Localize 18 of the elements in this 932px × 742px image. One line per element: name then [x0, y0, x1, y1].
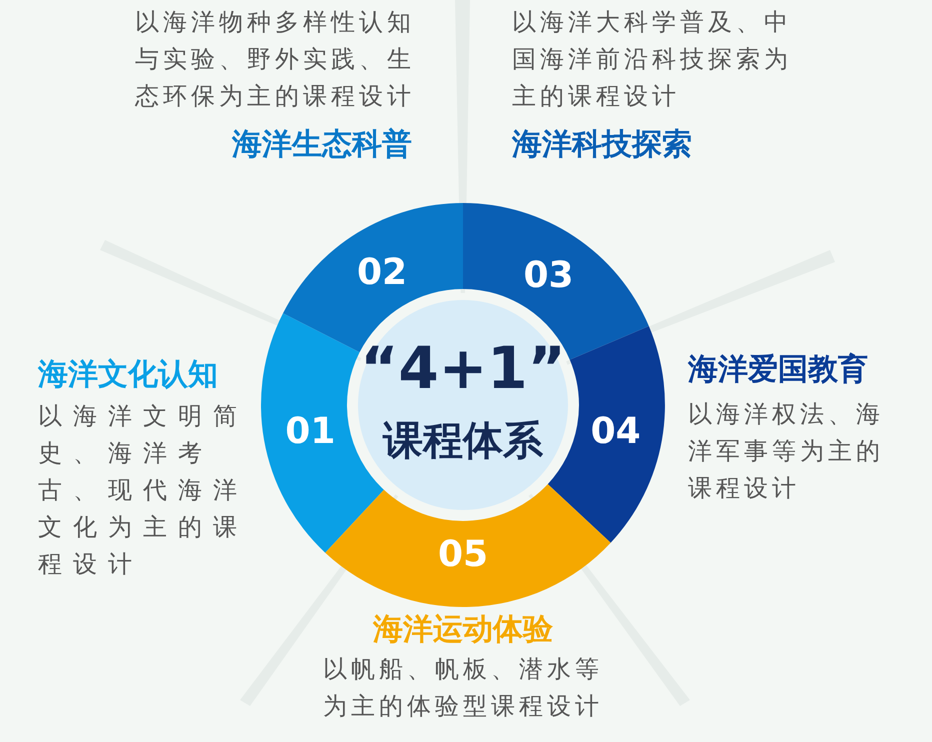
- section-title: 海洋文化认知: [38, 356, 219, 394]
- description-text: 以帆船、帆板、潜水等为主的体验型课程设计: [322, 654, 604, 722]
- segment-number: 04: [590, 410, 642, 454]
- description-text: 以海洋大科学普及、中国海洋前沿科技探索为主的课程设计: [512, 7, 793, 112]
- segment-number: 03: [522, 254, 575, 298]
- subheading-text: 课程体系: [382, 419, 544, 463]
- section-title: 海洋生态科普: [230, 126, 412, 164]
- segment-number: 05: [436, 533, 490, 577]
- description-text: 以海洋物种多样性认知与实验、野外实践、生态环保为主的课程设计: [135, 7, 416, 112]
- ring-segment: [325, 484, 611, 607]
- description-text: 以海洋权法、海洋军事等为主的课程设计: [688, 399, 885, 504]
- heading-text: “4+1”: [359, 337, 567, 399]
- section-title: 海洋爱国教育: [688, 351, 869, 389]
- segment-number: 02: [356, 250, 408, 295]
- section-title: 海洋运动体验: [372, 611, 554, 649]
- segment-number: 01: [284, 410, 336, 454]
- section-title: 海洋科技探索: [512, 126, 693, 164]
- description-text: 以海洋文明简史、海洋考古、现代海洋文化为主的课程设计: [38, 401, 249, 580]
